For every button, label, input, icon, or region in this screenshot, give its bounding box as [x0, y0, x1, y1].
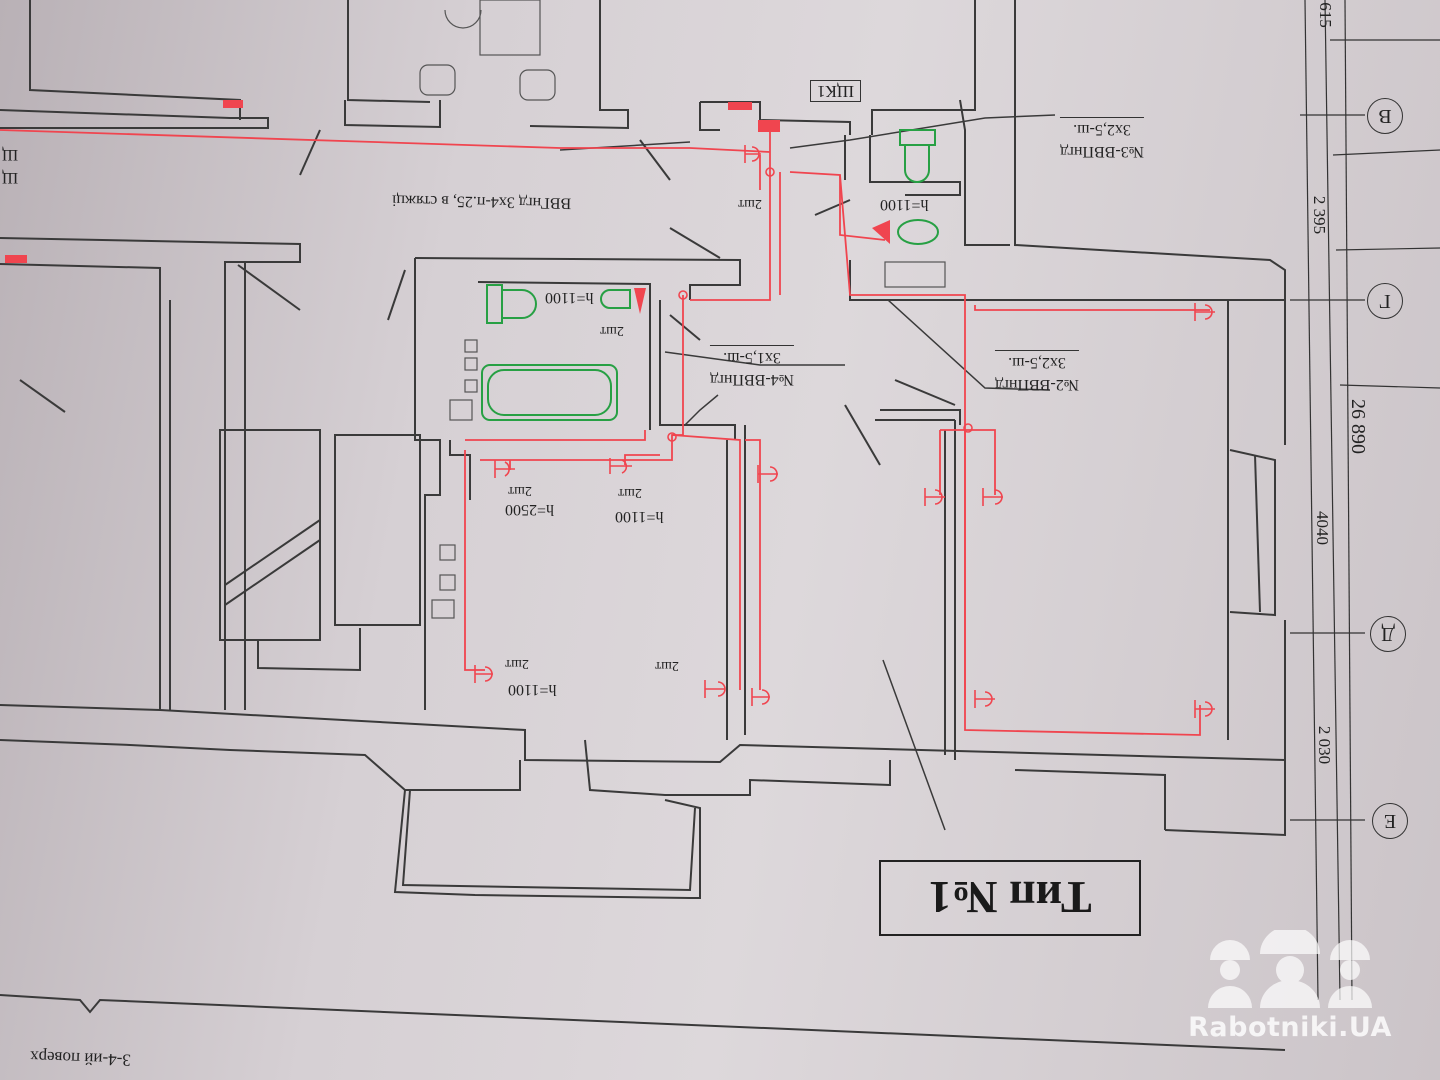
- dim-4040: 4040: [1313, 511, 1332, 545]
- axis-e: Е: [1372, 803, 1408, 839]
- panel-stub-1: Щ: [2, 146, 19, 163]
- note-2pcs-b: 2шт: [600, 323, 624, 338]
- cable-4-spec: 3х1,5-ш.: [710, 345, 794, 368]
- note-2pcs-f: 2шт: [655, 658, 679, 673]
- cable-2-label: №2-ВВПнгд 3х2,5-ш.: [995, 350, 1079, 395]
- watermark: Rabotniki.UA: [1160, 930, 1420, 1050]
- axis-grid: [1290, 0, 1440, 1001]
- main-cable-label: ВВГнгд 3х4-п.25, в стяжці: [391, 191, 572, 212]
- note-2pcs-e: 2шт: [505, 656, 529, 671]
- cable-2-name: №2-ВВПнгд: [995, 376, 1079, 393]
- dim-26890: 26 890: [1347, 399, 1369, 454]
- cable-4-name: №4-ВВПнгд: [710, 371, 794, 388]
- axis-g: Г: [1367, 283, 1403, 319]
- watermark-text: Rabotniki.UA: [1188, 1012, 1392, 1043]
- note-2pcs-c: 2шт: [508, 483, 532, 498]
- note-h1100-b: h=1100: [545, 289, 594, 306]
- sockets: [474, 145, 1215, 718]
- cable-3-label: №3-ВВПнгд 3х2,5-ш.: [1060, 117, 1144, 162]
- cable-3-spec: 3х2,5-ш.: [1060, 117, 1144, 140]
- type-title: Тип №1: [879, 860, 1141, 936]
- red-markers: [5, 100, 890, 314]
- workers-icon: [1208, 930, 1372, 1008]
- note-2pcs-d: 2шт: [618, 485, 642, 500]
- dim-2395: 2 395: [1310, 195, 1330, 235]
- note-2pcs-a: 2шт: [738, 196, 762, 211]
- plumbing-fixtures: [481, 129, 940, 421]
- dim-2030: 2 030: [1315, 725, 1335, 765]
- dim-615: 615: [1315, 2, 1335, 28]
- note-h1100-d: h=1100: [508, 681, 557, 698]
- note-h1100-c: h=1100: [615, 508, 664, 525]
- panel-stub-2: Щ: [2, 169, 19, 186]
- bathroom-fixtures: [419, 0, 946, 619]
- axis-d: Д: [1370, 616, 1406, 652]
- cable-3-name: №3-ВВПнгд: [1060, 143, 1144, 160]
- wiring: [0, 129, 1210, 736]
- note-h2500: h=2500: [505, 501, 555, 518]
- cable-4-label: №4-ВВПнгд 3х1,5-ш.: [710, 345, 794, 390]
- floor-note: 3-4-ий поверх: [29, 1047, 132, 1070]
- cable-2-spec: 3х2,5-ш.: [995, 350, 1079, 373]
- axis-v: В: [1367, 98, 1403, 134]
- panel-label: ЩК1: [810, 80, 861, 102]
- note-h1100-a: h=1100: [880, 196, 929, 213]
- leader-lines: [559, 114, 1056, 831]
